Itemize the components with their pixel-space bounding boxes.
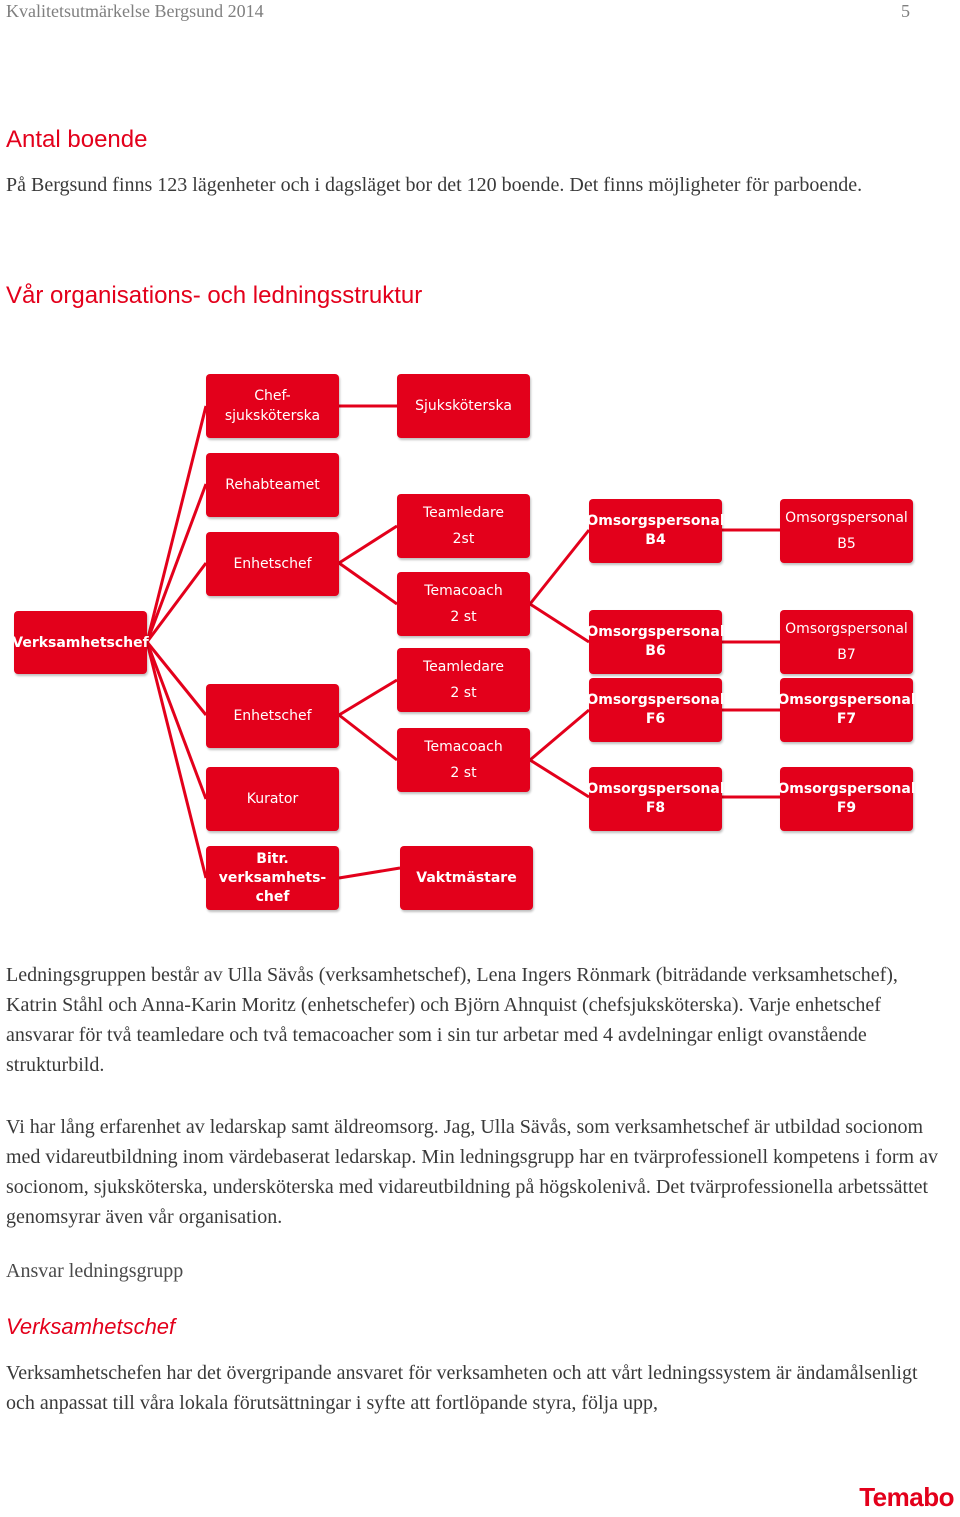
- subheading-ansvar: Ansvar ledningsgrupp: [6, 1260, 184, 1282]
- box-bitr-verksamhetschef: Bitr.verksamhets-chef: [206, 846, 339, 910]
- document-title: Kvalitetsutmärkelse Bergsund 2014: [6, 1, 264, 21]
- heading-antal-boende: Antal boende: [6, 126, 148, 153]
- paragraph-antal-boende: På Bergsund finns 123 lägenheter och i d…: [6, 174, 863, 196]
- heading-verksamhetschef: Verksamhetschef: [6, 1314, 176, 1339]
- paragraph-erfarenhet: Vi har lång erfarenhet av ledarskap samt…: [6, 1116, 938, 1228]
- box-vaktmastare: Vaktmästare: [400, 846, 533, 910]
- paragraph-ledningsgruppen: Ledningsgruppen består av Ulla Sävås (ve…: [6, 964, 898, 1076]
- heading-organisation: Vår organisations- och ledningsstruktur: [6, 282, 423, 309]
- box-chefsjukskoterska: Chef-sjuksköterska: [206, 374, 339, 438]
- org-connectors: [145, 404, 780, 880]
- paragraph-verksamhetschefen: Verksamhetschefen har det övergripande a…: [6, 1362, 918, 1414]
- page-number: 5: [901, 1, 910, 21]
- box-kurator: Kurator: [206, 767, 339, 831]
- box-sjukskoterska: Sjuksköterska: [397, 374, 530, 438]
- box-rehabteamet: Rehabteamet: [206, 453, 339, 517]
- temabo-logo: Temabo: [859, 1482, 954, 1512]
- org-chart: Verksamhetschef Chef-sjuksköterska Sjuks…: [0, 360, 960, 920]
- box-enhetschef-1: Enhetschef: [206, 532, 339, 596]
- box-enhetschef-2: Enhetschef: [206, 684, 339, 748]
- box-verksamhetschef: Verksamhetschef: [12, 611, 149, 674]
